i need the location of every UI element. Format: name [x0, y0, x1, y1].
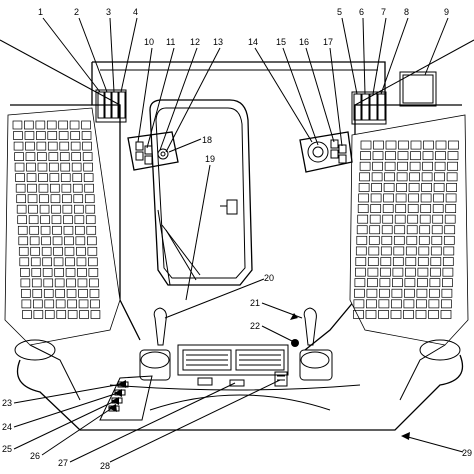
right-joystick: [299, 307, 333, 381]
callout-9: 9: [444, 7, 449, 17]
callout-22: 22: [250, 321, 260, 331]
callout-23: 23: [2, 398, 12, 408]
callout-29: 29: [462, 448, 472, 458]
callout-24: 24: [2, 422, 12, 432]
callout-19: 19: [205, 154, 215, 164]
callout-20: 20: [264, 273, 274, 283]
callout-labels: 1 2 3 4 5 6 7 8 9 10 11 12 13 14 15 16 1…: [2, 7, 472, 471]
left-instrument-panel: [127, 131, 179, 171]
callout-11: 11: [166, 37, 175, 47]
right-overhead-switch-panel: [351, 91, 387, 125]
left-side-screen: [4, 107, 121, 346]
callout-10: 10: [144, 37, 154, 47]
right-instrument-panel: [299, 131, 353, 173]
floor-frame: [14, 339, 464, 431]
rear-window: [149, 99, 253, 286]
instruction-plate: [399, 71, 437, 107]
callout-3: 3: [106, 7, 111, 17]
callout-16: 16: [299, 37, 309, 47]
callout-21: 21: [250, 298, 260, 308]
callout-6: 6: [359, 7, 364, 17]
front-console: [177, 344, 289, 376]
leader-lines: [13, 17, 464, 463]
callout-26: 26: [30, 451, 40, 461]
left-joystick: [139, 307, 171, 381]
callout-12: 12: [190, 37, 200, 47]
callout-25: 25: [2, 444, 12, 454]
callout-4: 4: [133, 7, 138, 17]
callout-7: 7: [381, 7, 386, 17]
callout-27: 27: [58, 458, 68, 468]
callout-28: 28: [100, 461, 110, 471]
callout-5: 5: [337, 7, 342, 17]
callout-15: 15: [276, 37, 286, 47]
callout-2: 2: [74, 7, 79, 17]
callout-14: 14: [248, 37, 258, 47]
callout-18: 18: [202, 135, 212, 145]
callout-1: 1: [38, 7, 43, 17]
callout-8: 8: [404, 7, 409, 17]
lower-center-controls: [197, 371, 288, 387]
right-side-screen: [349, 114, 469, 346]
left-overhead-switch-panel: [95, 89, 127, 123]
callout-17: 17: [323, 37, 333, 47]
callout-13: 13: [213, 37, 223, 47]
